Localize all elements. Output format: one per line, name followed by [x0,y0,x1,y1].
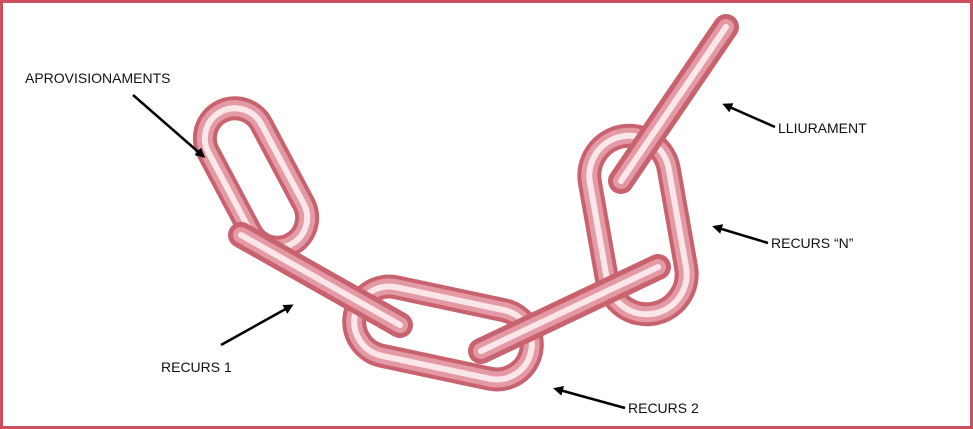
arrow-resource-2 [556,389,625,408]
label-supplies: APROVISIONAMENTS [25,70,170,86]
label-resource-n: RECURS “N” [771,235,854,251]
arrow-delivery [725,105,775,127]
label-resource-1: RECURS 1 [161,359,232,375]
arrow-supplies [133,95,203,156]
label-resource-2: RECURS 2 [628,400,699,416]
label-delivery: LLIURAMENT [778,120,867,136]
supply-chain-diagram: APROVISIONAMENTS LLIURAMENT RECURS “N” R… [3,3,970,426]
arrow-resource-1 [221,306,291,345]
arrow-resource-n [715,227,768,243]
